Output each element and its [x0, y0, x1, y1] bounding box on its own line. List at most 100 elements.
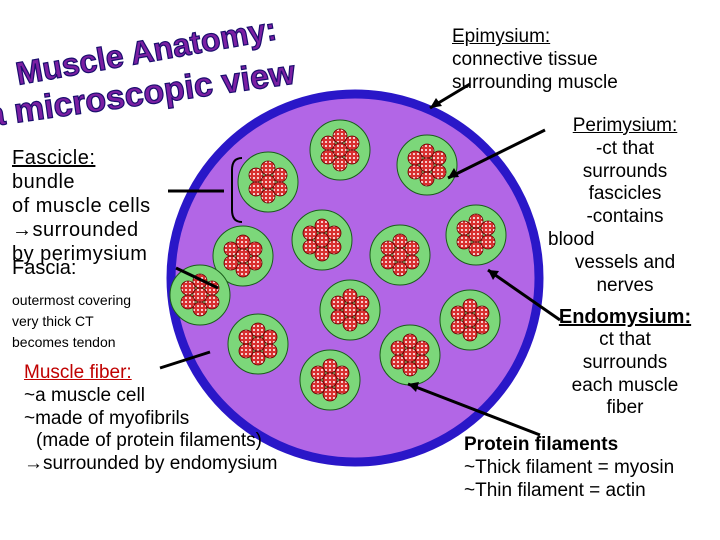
fascicle: [319, 279, 381, 341]
muscle-fiber: [474, 305, 490, 321]
muscle-fiber: [431, 164, 447, 180]
muscle-fiber: [262, 343, 278, 359]
perimysium-line: vessels and: [574, 251, 676, 273]
muscle-fiber: [262, 329, 278, 345]
muscle-fiber: [462, 298, 478, 314]
epimysium-arrowhead: [430, 98, 442, 108]
endomysium-line: fiber: [606, 397, 644, 419]
fascicle: [445, 204, 507, 266]
muscle-fiber: [180, 294, 196, 310]
fascicle-term: Fascicle:: [12, 147, 96, 169]
muscle-fiber: [456, 220, 472, 236]
muscle-fiber: [480, 234, 496, 250]
fascicle: [369, 224, 431, 286]
muscle-fiber: [302, 239, 318, 255]
protein-line: ~Thin filament = actin: [464, 479, 646, 501]
muscle-fiber: [192, 301, 208, 317]
muscle-fiber: [344, 149, 360, 165]
fascia-line: becomes tendon: [12, 334, 116, 350]
perimysium-term: Perimysium:: [572, 115, 678, 136]
perimysium-pointer-line: [447, 128, 546, 180]
muscle-fiber: [344, 135, 360, 151]
muscle-fiber: [235, 248, 251, 264]
fascia-term: Fascia:: [12, 257, 77, 279]
fascicle: [396, 134, 458, 196]
muscle-fiber: [390, 354, 406, 370]
muscle-fiber: [342, 288, 358, 304]
title-group: Muscle Anatomy: a microscopic view: [0, 10, 299, 135]
muscle-fiber: [468, 213, 484, 229]
fascia-line: outermost covering: [12, 292, 132, 308]
muscle-fiber: [380, 254, 396, 270]
muscle-fiber: [247, 241, 263, 257]
muscle-fiber: [332, 128, 348, 144]
muscle-fiber: [354, 309, 370, 325]
muscle-fiber: [192, 287, 208, 303]
muscle-fiber: [419, 171, 435, 187]
muscle-fiber: [392, 233, 408, 249]
muscle-fiber: [419, 157, 435, 173]
muscle-fiber: [248, 167, 264, 183]
muscle-fiber: [456, 234, 472, 250]
muscle-fiber: [204, 294, 220, 310]
muscle-fiber: [260, 160, 276, 176]
pointer-arrowheads: [408, 98, 499, 392]
epimysium-line: connective tissue: [452, 48, 598, 70]
muscle-fiber-label: Muscle fiber: ~a muscle cell ~made of my…: [24, 362, 277, 476]
muscle-fiber: [272, 181, 288, 197]
muscle-fiber: [462, 312, 478, 328]
perimysium-line: fascicles: [588, 183, 662, 205]
muscle-fiber: [450, 305, 466, 321]
muscle-fiber: [330, 309, 346, 325]
muscle-fiber: [223, 255, 239, 271]
muscle-fiber: [320, 135, 336, 151]
muscle-fiber: [468, 227, 484, 243]
fascicle: [169, 264, 231, 326]
epimysium-label: Epimysium: connective tissue surrounding…: [452, 26, 618, 94]
muscle-fiber: [235, 234, 251, 250]
fascicle: [379, 324, 441, 386]
muscle-fiber: [392, 261, 408, 277]
fascia-pointer-line: [175, 266, 219, 290]
muscle-fiber: [260, 188, 276, 204]
muscle-fiber: [260, 174, 276, 190]
epimysium-term: Epimysium:: [452, 26, 551, 47]
muscle-fiber: [402, 347, 418, 363]
muscle-fiber: [342, 302, 358, 318]
muscle-fiber: [320, 149, 336, 165]
muscle-fiber: [310, 379, 326, 395]
muscle-fiber: [414, 340, 430, 356]
endomysium-line: each muscle: [571, 374, 679, 396]
protein-term: Protein filaments: [464, 434, 619, 455]
muscle-fiber: [180, 280, 196, 296]
muscle-fiber: [247, 255, 263, 271]
muscle-fiber: [431, 150, 447, 166]
fascicle: [237, 151, 299, 213]
muscle-fiber: [332, 156, 348, 172]
fascicle-line: by perimysium: [12, 243, 148, 265]
muscle-fiber: [314, 246, 330, 262]
muscle-fiber: [480, 220, 496, 236]
fascicle-label: Fascicle: bundle of muscle cells →surrou…: [12, 146, 151, 266]
protein-arrowhead: [408, 382, 419, 392]
fascicle: [212, 225, 274, 287]
muscle-fiber: [314, 218, 330, 234]
fascicle: [299, 349, 361, 411]
muscle-fiber: [392, 247, 408, 263]
muscle-fiber: [414, 354, 430, 370]
perimysium-line: blood: [548, 228, 595, 250]
muscle-fiber: [322, 386, 338, 402]
muscle-fiber: [326, 239, 342, 255]
fascicle-line: bundle: [12, 171, 76, 193]
muscle-fiber: [380, 240, 396, 256]
muscle-fiber: [250, 336, 266, 352]
muscle-fiber: [402, 361, 418, 377]
muscle-fiber: [314, 232, 330, 248]
muscle-fiber-line: ~a muscle cell: [24, 384, 145, 406]
muscle-fiber: [302, 225, 318, 241]
muscle-fiber: [250, 322, 266, 338]
protein-label: Protein filaments ~Thick filament = myos…: [464, 434, 720, 502]
fascicle: [291, 209, 353, 271]
muscle-fiber-pointer-line: [159, 350, 211, 370]
